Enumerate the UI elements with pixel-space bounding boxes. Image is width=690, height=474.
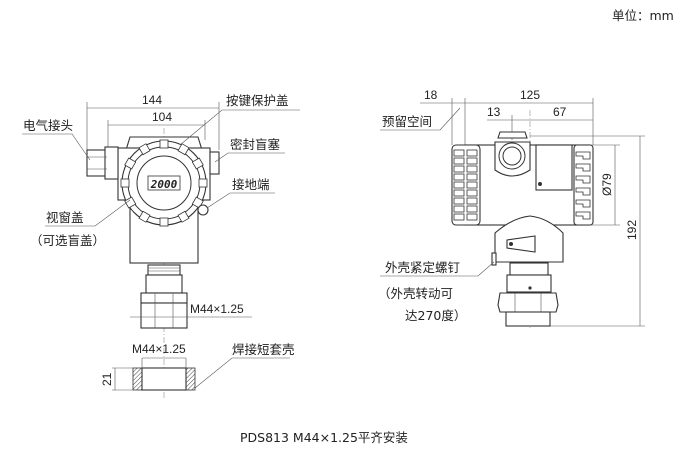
cover-lug: [198, 178, 208, 188]
svg-text:13: 13: [487, 105, 501, 119]
weld-sleeve: M44×1.25 21: [100, 342, 196, 391]
cover-fins-right: [573, 144, 594, 226]
lock-screw: [491, 252, 497, 266]
svg-text:125: 125: [520, 88, 540, 102]
cover-lug: [138, 143, 151, 156]
dim-144: 144: [86, 93, 220, 150]
svg-text:M44×1.25: M44×1.25: [190, 302, 244, 316]
dim-diameter: Ø79: [590, 144, 620, 226]
label-cable-gland: 电气接头: [23, 118, 73, 133]
cable-gland: [86, 146, 119, 180]
cover-lug: [191, 157, 204, 170]
dim-104: 104: [107, 110, 206, 150]
cover-lug: [120, 178, 130, 188]
unit-label: 单位：mm: [612, 8, 674, 23]
seal-plug: [209, 151, 220, 175]
cover-lug: [159, 217, 169, 227]
process-connection: [140, 264, 188, 329]
label-lock-note-2: 达270度）: [405, 308, 466, 323]
svg-text:M44×1.25: M44×1.25: [132, 342, 186, 356]
dim-top: 18 125 13 67: [420, 88, 594, 145]
front-view: 144 104 2000: [22, 93, 300, 400]
cover-fins-left: [451, 144, 481, 226]
svg-text:Ø79: Ø79: [600, 173, 614, 196]
label-weld-sleeve: 焊接短套壳: [232, 342, 295, 357]
label-lock-note-1: （外壳转动可: [378, 286, 453, 301]
side-view: 18 125 13 67: [378, 88, 645, 330]
dim-height: 192: [530, 135, 645, 327]
nameplate: [535, 144, 573, 191]
display-value: 2000: [150, 178, 178, 191]
cover-lug: [124, 196, 137, 209]
label-reserved-space: 预留空间: [382, 114, 432, 129]
label-window-cover: 视窗盖: [46, 210, 84, 225]
dim-thread-process: M44×1.25: [130, 302, 252, 318]
cover-lug: [138, 210, 151, 223]
svg-text:18: 18: [424, 88, 438, 102]
cover-lug: [124, 157, 137, 170]
svg-text:192: 192: [625, 220, 639, 240]
svg-text:21: 21: [100, 372, 114, 386]
side-gland: [494, 131, 531, 177]
cover-lug: [177, 143, 190, 156]
label-window-cover-note: （可选盲盖）: [30, 233, 105, 248]
svg-text:104: 104: [152, 110, 172, 124]
caption: PDS813 M44×1.25平齐安装: [240, 430, 408, 445]
svg-text:67: 67: [553, 105, 567, 119]
cover-lug: [159, 139, 169, 149]
side-process-connection: [497, 262, 559, 327]
ground-terminal: [197, 204, 209, 216]
label-seal-plug: 密封盲塞: [230, 137, 281, 152]
label-key-cover: 按键保护盖: [226, 93, 289, 108]
cover-lug: [177, 210, 190, 223]
window-cover: 2000: [120, 139, 208, 227]
label-lock-screw: 外壳紧定螺钉: [385, 260, 461, 275]
svg-text:144: 144: [142, 93, 162, 107]
label-ground: 接地端: [232, 177, 270, 192]
